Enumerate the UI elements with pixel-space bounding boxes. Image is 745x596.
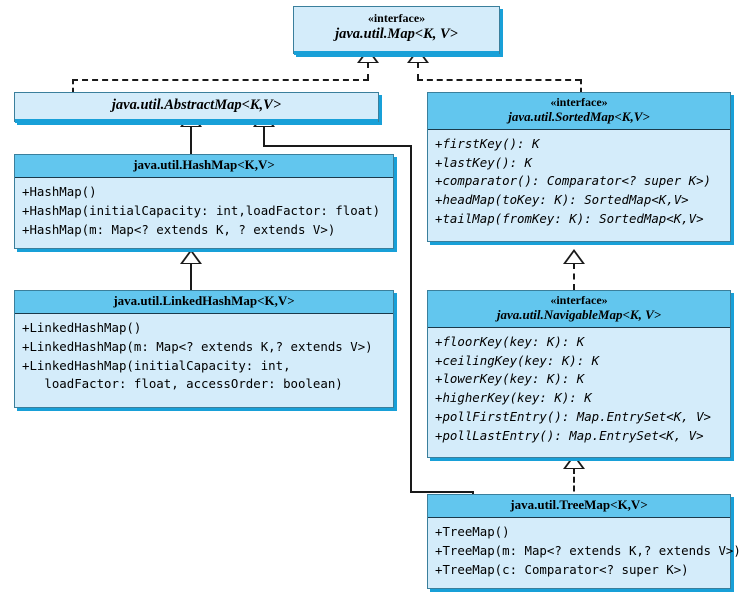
member-row: +pollLastEntry(): Map.EntrySet<K, V> <box>435 427 704 443</box>
generalization-line-linkedhashmap-to-hashmap <box>190 263 192 290</box>
class-members-navigable-map: +floorKey(key: K): K +ceilingKey(key: K)… <box>428 327 730 452</box>
member-row: +firstKey(): K <box>435 135 540 151</box>
class-members-linked-hash-map: +LinkedHashMap() +LinkedHashMap(m: Map<?… <box>15 313 393 401</box>
member-row: +comparator(): Comparator<? super K>) <box>435 173 712 189</box>
generalization-line-treemap-to-abstractmap-h1 <box>263 145 412 147</box>
realization-line-abstractmap-to-map-h <box>72 79 369 81</box>
member-row: +headMap(toKey: K): SortedMap<K,V> <box>435 192 689 208</box>
class-name-navigable-map: java.util.NavigableMap<K, V> <box>496 306 662 322</box>
class-name-linked-hash-map: java.util.LinkedHashMap<K,V> <box>113 293 295 308</box>
class-header-hash-map: java.util.HashMap<K,V> <box>15 155 393 178</box>
member-row: +lastKey(): K <box>435 154 532 170</box>
member-row: +TreeMap(c: Comparator<? super K>) <box>435 561 689 577</box>
generalization-line-treemap-to-abstractmap-v2 <box>410 145 412 493</box>
member-row: +HashMap(m: Map<? extends K, ? extends V… <box>22 221 336 237</box>
member-row: +higherKey(key: K): K <box>435 390 592 406</box>
member-row: +TreeMap(m: Map<? extends K,? extends V>… <box>435 542 741 558</box>
member-row: +tailMap(fromKey: K): SortedMap<K,V> <box>435 211 704 227</box>
class-name-abstract-map: java.util.AbstractMap<K,V> <box>111 97 282 113</box>
member-row: +lowerKey(key: K): K <box>435 371 585 387</box>
generalization-line-treemap-to-abstractmap-v1 <box>263 126 265 147</box>
realization-line-treemap-to-navigablemap <box>573 468 575 509</box>
class-members-hash-map: +HashMap() +HashMap(initialCapacity: int… <box>15 177 393 246</box>
class-box-tree-map[interactable]: java.util.TreeMap<K,V> +TreeMap() +TreeM… <box>427 494 741 589</box>
class-header-map: «interface» java.util.Map<K, V> <box>294 7 499 55</box>
member-row: +LinkedHashMap(initialCapacity: int, loa… <box>22 357 343 392</box>
realization-arrowhead-navigablemap-to-sortedmap <box>563 249 585 264</box>
generalization-line-treemap-to-abstractmap-h2 <box>410 491 474 493</box>
class-box-navigable-map[interactable]: «interface» java.util.NavigableMap<K, V>… <box>427 290 731 458</box>
class-header-navigable-map: «interface» java.util.NavigableMap<K, V> <box>428 291 730 328</box>
realization-line-navigablemap-to-sortedmap <box>573 263 575 290</box>
class-header-abstract-map: java.util.AbstractMap<K,V> <box>15 93 378 123</box>
class-header-tree-map: java.util.TreeMap<K,V> <box>428 495 730 518</box>
class-stereotype-map: «interface» <box>367 11 426 25</box>
class-name-map: java.util.Map<K, V> <box>335 25 458 42</box>
member-row: +TreeMap() <box>435 523 510 539</box>
class-name-hash-map: java.util.HashMap<K,V> <box>133 157 275 172</box>
class-members-sorted-map: +firstKey(): K +lastKey(): K +comparator… <box>428 129 730 235</box>
member-row: +HashMap() <box>22 183 97 199</box>
class-members-tree-map: +TreeMap() +TreeMap(m: Map<? extends K,?… <box>428 517 741 586</box>
class-box-linked-hash-map[interactable]: java.util.LinkedHashMap<K,V> +LinkedHash… <box>14 290 394 408</box>
class-name-sorted-map: java.util.SortedMap<K,V> <box>508 108 650 124</box>
member-row: +HashMap(initialCapacity: int,loadFactor… <box>22 202 381 218</box>
member-row: +ceilingKey(key: K): K <box>435 352 600 368</box>
class-header-linked-hash-map: java.util.LinkedHashMap<K,V> <box>15 291 393 314</box>
class-box-abstract-map[interactable]: java.util.AbstractMap<K,V> <box>14 92 379 123</box>
realization-line-abstractmap-to-map-v2 <box>72 79 74 93</box>
member-row: +floorKey(key: K): K <box>435 333 585 349</box>
member-row: +LinkedHashMap() <box>22 319 142 335</box>
class-box-sorted-map[interactable]: «interface» java.util.SortedMap<K,V> +fi… <box>427 92 731 242</box>
class-header-sorted-map: «interface» java.util.SortedMap<K,V> <box>428 93 730 130</box>
realization-line-sortedmap-to-map-h <box>417 79 581 81</box>
class-box-map[interactable]: «interface» java.util.Map<K, V> <box>293 6 500 55</box>
class-stereotype-sorted-map: «interface» <box>550 95 608 109</box>
realization-line-sortedmap-to-map-v2 <box>580 79 582 93</box>
member-row: +pollFirstEntry(): Map.EntrySet<K, V> <box>435 409 712 425</box>
class-stereotype-navigable-map: «interface» <box>550 293 608 307</box>
generalization-arrowhead-linkedhashmap-to-hashmap <box>180 249 202 264</box>
realization-line-sortedmap-to-map-v1 <box>417 62 419 80</box>
member-row: +LinkedHashMap(m: Map<? extends K,? exte… <box>22 338 373 354</box>
realization-line-abstractmap-to-map-v1 <box>367 62 369 80</box>
class-box-hash-map[interactable]: java.util.HashMap<K,V> +HashMap() +HashM… <box>14 154 394 249</box>
class-name-tree-map: java.util.TreeMap<K,V> <box>510 497 648 512</box>
generalization-line-hashmap-to-abstractmap <box>190 126 192 154</box>
